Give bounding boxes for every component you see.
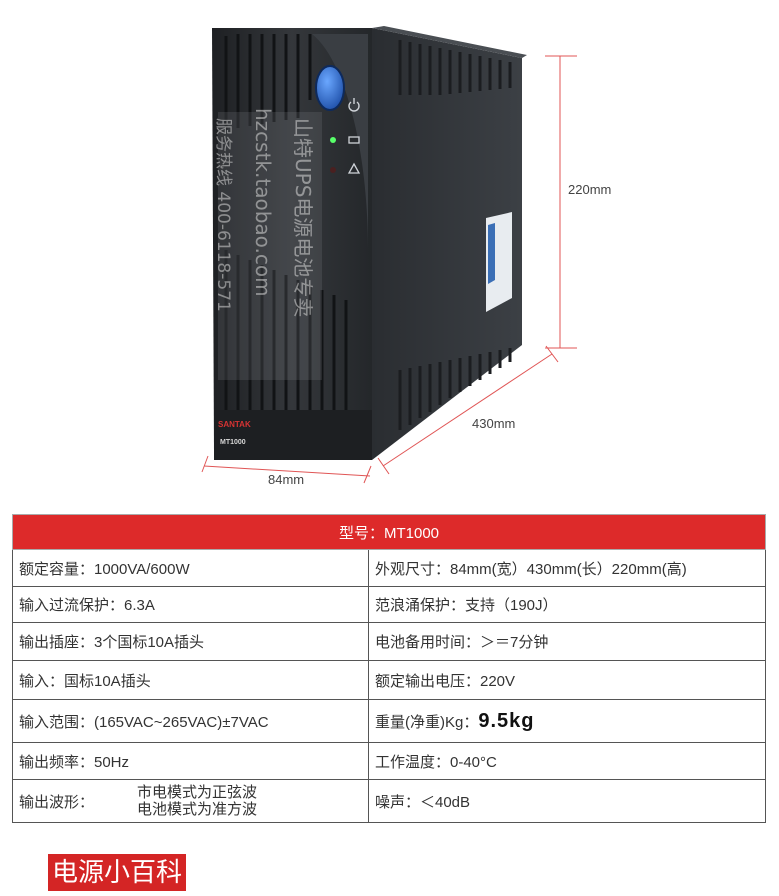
warning-icon — [347, 162, 361, 174]
ups-product-image: SANTAK MT1000 山特UPS电源电池专卖 hzcstk.taobao.… — [201, 26, 577, 484]
spec-waveform-battery: 电池模式为准方波 — [137, 801, 258, 818]
power-button — [315, 65, 345, 111]
spec-operating-temp: 工作温度：0-40°C — [368, 742, 766, 780]
spec-backup-time: 电池备用时间：＞＝7分钟 — [368, 622, 766, 661]
spec-output-voltage: 额定输出电压：220V — [368, 660, 766, 700]
spec-input-range: 输入范围：(165VAC~265VAC)±7VAC — [12, 699, 369, 743]
dimension-lines — [201, 55, 577, 484]
spec-dimensions: 外观尺寸：84mm(宽）430mm(长）220mm(高) — [368, 549, 766, 587]
model-header: 型号：MT1000 — [12, 514, 766, 550]
spec-surge-protection: 范浪涌保护：支持（190J） — [368, 586, 766, 623]
spec-weight-label: 重量(净重)Kg： — [375, 713, 479, 731]
watermark: 山特UPS电源电池专卖 hzcstk.taobao.com 服务热线 400-6… — [213, 108, 322, 380]
table-row: 输入过流保护：6.3A 范浪涌保护：支持（190J） — [12, 586, 766, 623]
dimension-depth-label: 430mm — [472, 416, 516, 431]
spec-noise: 噪声：＜40dB — [368, 779, 766, 823]
spec-input-overcurrent: 输入过流保护：6.3A — [12, 586, 369, 623]
ups-front-panel — [212, 28, 372, 460]
table-row: 输出插座：3个国标10A插头 电池备用时间：＞＝7分钟 — [12, 622, 766, 661]
power-icon — [348, 98, 360, 112]
spec-output-frequency: 输出频率：50Hz — [12, 742, 369, 780]
spec-output-waveform: 输出波形： 市电模式为正弦波电池模式为准方波 — [12, 779, 369, 823]
battery-icon — [348, 136, 360, 144]
status-led-red — [330, 167, 336, 173]
brand-label: SANTAK — [218, 420, 251, 429]
spec-rated-capacity: 额定容量：1000VA/600W — [12, 549, 369, 587]
table-row: 输出频率：50Hz 工作温度：0-40°C — [12, 742, 766, 780]
table-row: 输入：国标10A插头 额定输出电压：220V — [12, 660, 766, 700]
side-vents-bottom — [398, 348, 512, 430]
model-label: MT1000 — [220, 439, 246, 446]
spec-table: 型号：MT1000 额定容量：1000VA/600W 外观尺寸：84mm(宽）4… — [12, 514, 766, 823]
spec-table-header-row: 型号：MT1000 — [12, 514, 766, 550]
spec-waveform-label: 输出波形： — [19, 793, 95, 811]
spec-output-sockets: 输出插座：3个国标10A插头 — [12, 622, 369, 661]
table-row: 输入范围：(165VAC~265VAC)±7VAC 重量(净重)Kg：9.5kg — [12, 699, 766, 743]
ups-side-panel — [372, 28, 522, 460]
dimension-height-label: 220mm — [568, 182, 612, 197]
section-title: 电源小百科 — [48, 854, 187, 891]
side-vents-top — [398, 40, 512, 95]
dimension-width-label: 84mm — [268, 472, 305, 487]
svg-text:山特UPS电源电池专卖: 山特UPS电源电池专卖 — [291, 118, 315, 317]
svg-text:服务热线 400-6118-571: 服务热线 400-6118-571 — [213, 118, 233, 312]
spec-waveform-mains: 市电模式为正弦波 — [137, 784, 258, 801]
spec-weight-value: 9.5kg — [478, 709, 535, 732]
table-row: 额定容量：1000VA/600W 外观尺寸：84mm(宽）430mm(长）220… — [12, 549, 766, 587]
table-row: 输出波形： 市电模式为正弦波电池模式为准方波 噪声：＜40dB — [12, 779, 766, 823]
status-led-green — [330, 137, 336, 143]
side-label-sticker — [486, 212, 512, 312]
spec-weight: 重量(净重)Kg：9.5kg — [368, 699, 766, 743]
spec-input-plug: 输入：国标10A插头 — [12, 660, 369, 700]
front-vents — [224, 34, 348, 410]
svg-text:hzcstk.taobao.com: hzcstk.taobao.com — [251, 108, 275, 297]
